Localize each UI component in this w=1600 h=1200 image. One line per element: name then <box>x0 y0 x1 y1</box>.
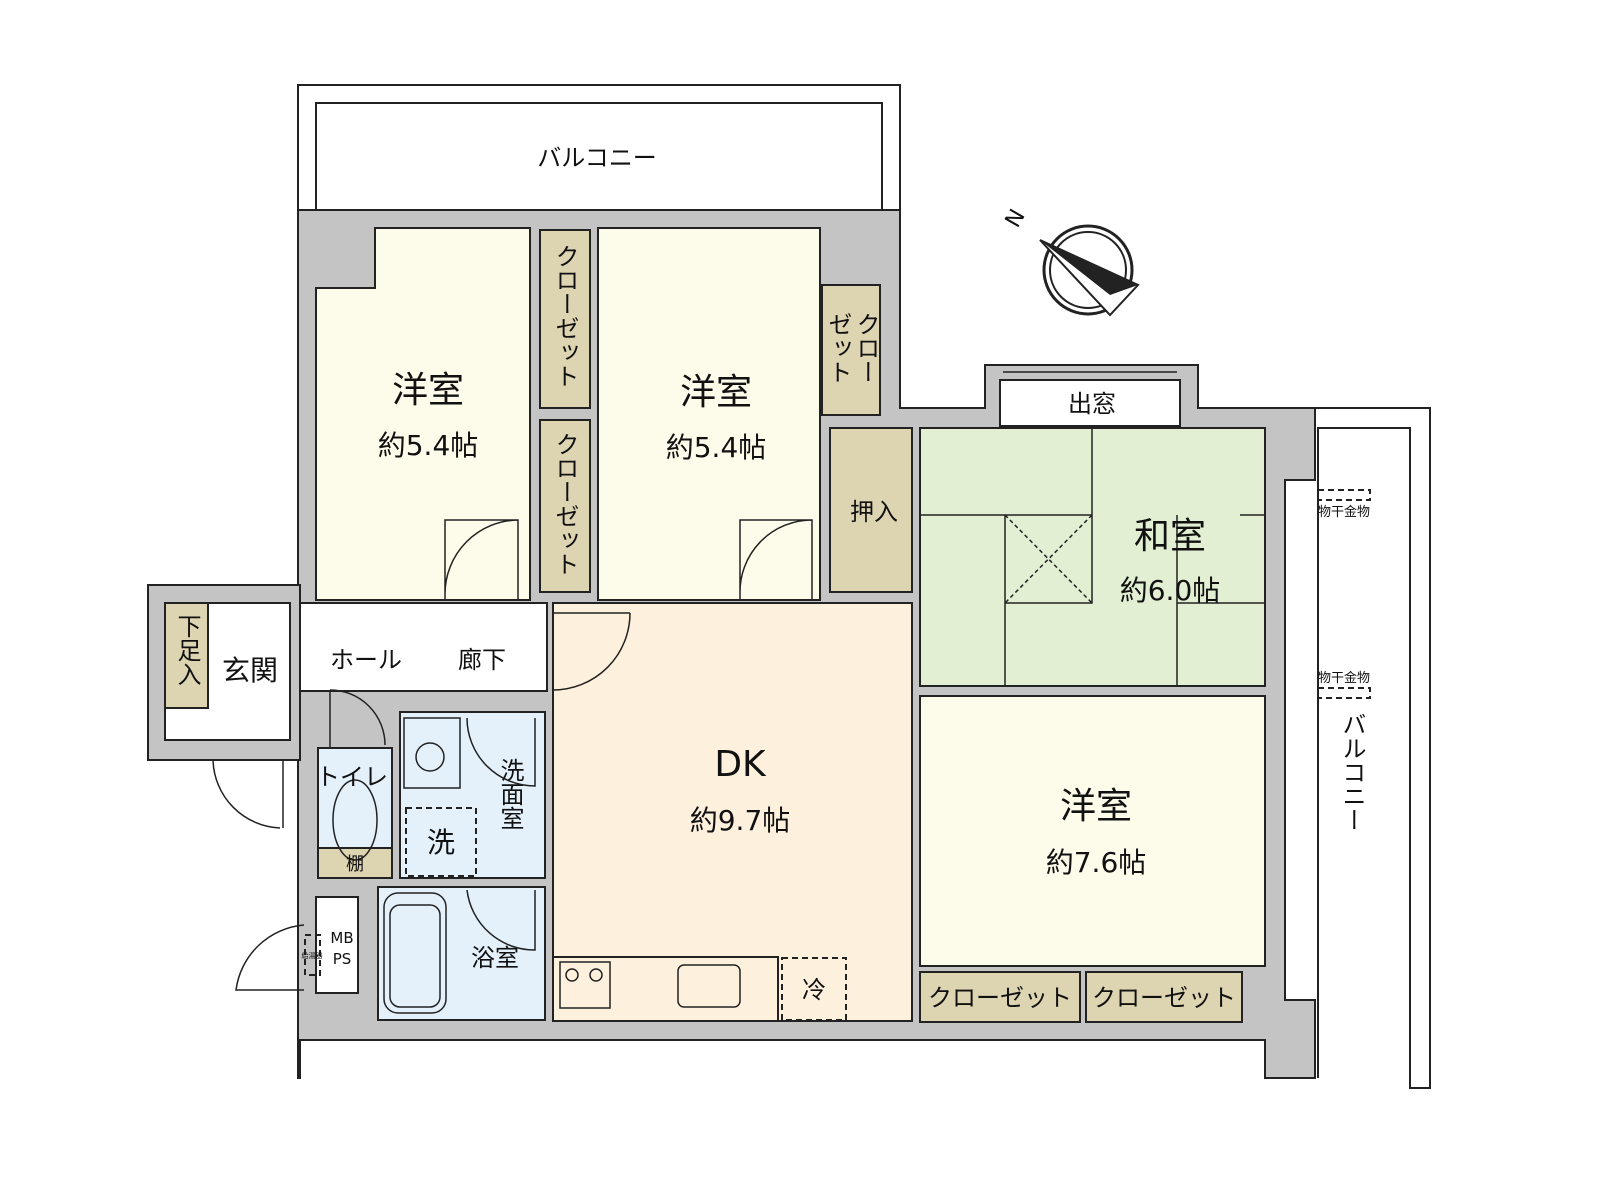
bathroom-door[interactable] <box>466 889 536 951</box>
shoe-box <box>164 602 209 709</box>
washroom-door[interactable] <box>466 717 536 787</box>
bay-window-label: 出窓 <box>1068 390 1116 418</box>
closet-1 <box>539 229 591 409</box>
mb-label: MB <box>330 929 353 947</box>
door[interactable] <box>444 519 519 600</box>
water-heater-label: 給湯器 <box>302 951 323 960</box>
bathroom <box>377 886 546 1021</box>
western-room-2-size: 約5.4帖 <box>666 431 767 464</box>
balcony-right: バルコニー 物干金物 物干金物 <box>1300 407 1431 1089</box>
toilet-door[interactable] <box>329 689 386 748</box>
entrance-label: 玄関 <box>222 654 278 687</box>
closet-4-label: クローゼット <box>928 984 1072 1012</box>
toilet-icon <box>332 779 378 861</box>
hall-label: ホール <box>330 646 402 674</box>
japanese-room-name: 和室 <box>1134 516 1206 557</box>
western-room-2-name: 洋室 <box>680 372 752 413</box>
western-room-1 <box>315 227 531 601</box>
shoe-box-label: 下足入 <box>173 614 201 686</box>
door[interactable] <box>739 519 813 600</box>
fridge-label: 冷 <box>802 976 826 1004</box>
hall-corridor <box>299 602 548 692</box>
ps-label: PS <box>333 950 352 968</box>
western-room-3-name: 洋室 <box>1060 786 1132 827</box>
bay-window <box>999 379 1181 427</box>
dining-kitchen <box>552 602 913 1022</box>
closet-4 <box>919 971 1081 1023</box>
hanger-fixture <box>1317 489 1371 501</box>
compass-north-label: N <box>1001 205 1031 232</box>
western-room-1-name: 洋室 <box>392 370 464 411</box>
kitchen-counter <box>552 956 779 1022</box>
closet-3-label-a: クロー <box>852 312 880 384</box>
dk-name: DK <box>714 744 767 785</box>
water-heater <box>304 934 321 976</box>
corridor-label: 廊下 <box>458 646 506 674</box>
dk-size: 約9.7帖 <box>690 804 791 837</box>
shelf <box>317 847 393 879</box>
bathroom-label: 浴室 <box>471 944 519 972</box>
washroom <box>399 711 546 879</box>
washer-label: 洗 <box>427 826 455 859</box>
closet-3-label-b: ゼット <box>824 312 852 384</box>
vanity <box>403 717 461 789</box>
washroom-label: 洗面室 <box>496 758 524 830</box>
sink-icon <box>677 964 741 1008</box>
front-door[interactable] <box>212 759 284 829</box>
closet-3 <box>821 284 881 416</box>
japanese-room-size: 約6.0帖 <box>1120 574 1221 607</box>
western-room-3-size: 約7.6帖 <box>1046 846 1147 879</box>
hanger-label-2: 物干金物 <box>1318 670 1370 686</box>
western-room-1-size: 約5.4帖 <box>378 429 479 462</box>
bathtub-icon <box>383 892 447 1014</box>
balcony-top-label: バルコニー <box>537 144 657 172</box>
closet-2 <box>539 419 591 593</box>
closet-1-label: クローゼット <box>551 244 579 388</box>
door[interactable] <box>552 612 631 691</box>
sink-icon <box>415 742 445 772</box>
western-room-2 <box>597 227 821 601</box>
toilet-label: トイレ <box>316 763 388 791</box>
oshiire-label: 押入 <box>850 498 898 526</box>
mbps-door[interactable] <box>235 924 305 991</box>
western-room-3 <box>919 695 1266 967</box>
oshiire <box>829 427 913 593</box>
stove-icon <box>559 961 611 1009</box>
washer-space <box>405 807 477 877</box>
fridge-space <box>781 957 847 1021</box>
balcony-top: バルコニー <box>297 84 901 210</box>
compass-icon: N <box>1001 205 1140 317</box>
closet-5 <box>1085 971 1243 1023</box>
hanger-label-1: 物干金物 <box>1318 504 1370 520</box>
closet-2-label: クローゼット <box>551 432 579 576</box>
closet-5-label: クローゼット <box>1092 984 1236 1012</box>
hanger-fixture <box>1317 687 1371 699</box>
shelf-label: 棚 <box>346 854 364 875</box>
balcony-right-label: バルコニー <box>1338 712 1366 832</box>
mb-ps <box>315 896 359 994</box>
